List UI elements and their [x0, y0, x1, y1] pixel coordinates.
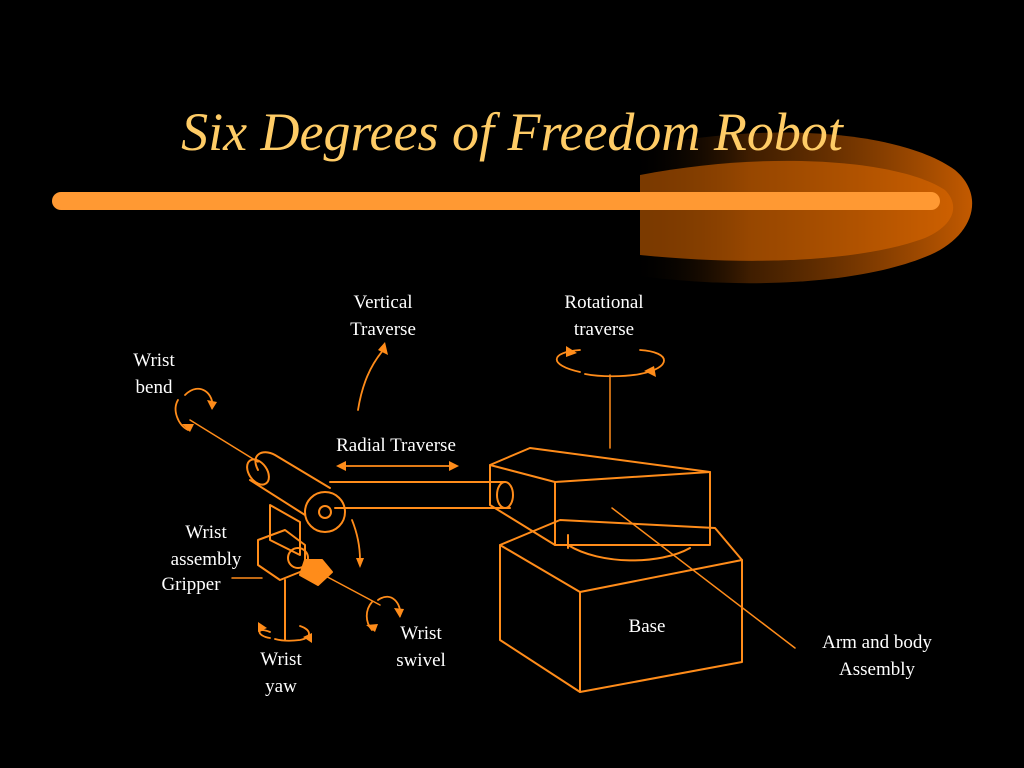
axis-lines: [189, 374, 796, 649]
slide-title: Six Degrees of Freedom Robot: [181, 102, 843, 162]
base-block: [499, 519, 743, 693]
accent-bar: [52, 192, 940, 210]
turret-neck: [567, 534, 691, 562]
label-gripper: Gripper: [161, 574, 221, 595]
wrist-assembly: [246, 451, 346, 641]
radial-arm: [329, 481, 514, 509]
arm-body-housing: [489, 447, 711, 546]
label-base: Base: [628, 616, 666, 637]
motion-arrows: [174, 342, 665, 643]
label-radial-traverse: Radial Traverse: [336, 435, 456, 456]
